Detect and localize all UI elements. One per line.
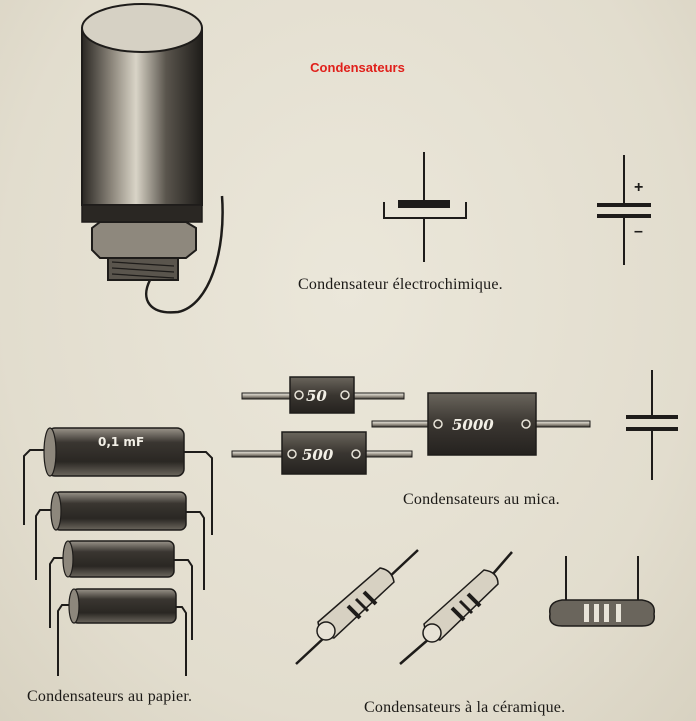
paper-capacitor-value-label: 0,1 mF bbox=[98, 435, 144, 449]
ceramic-tubular-capacitor-1 bbox=[295, 549, 419, 665]
page-title: Condensateurs bbox=[310, 60, 405, 75]
caption-electrochimique: Condensateur électrochimique. bbox=[298, 276, 503, 293]
paper-capacitor-1 bbox=[23, 427, 213, 535]
plus-label: + bbox=[634, 179, 643, 196]
ceramic-tubular-capacitor-2 bbox=[399, 551, 513, 665]
caption-papier: Condensateurs au papier. bbox=[27, 688, 193, 705]
mica-value-label: 50 bbox=[306, 387, 327, 405]
polarized-capacitor-symbol bbox=[597, 155, 651, 265]
mica-value-label: 500 bbox=[302, 446, 334, 464]
mica-value-label: 5000 bbox=[452, 416, 494, 434]
mica-capacitor-5000 bbox=[371, 392, 591, 456]
mica-capacitor-50 bbox=[241, 376, 405, 414]
electrolytic-can bbox=[81, 3, 224, 314]
mica-capacitor-500 bbox=[231, 431, 413, 475]
capacitor-symbol bbox=[626, 370, 678, 480]
minus-label: – bbox=[634, 223, 643, 240]
caption-mica: Condensateurs au mica. bbox=[403, 491, 560, 508]
caption-ceramique: Condensateurs à la céramique. bbox=[364, 699, 566, 716]
electrolytic-symbol bbox=[383, 152, 467, 262]
ceramic-disc-capacitor bbox=[549, 556, 655, 627]
paper-capacitor-4 bbox=[57, 588, 187, 676]
paper-capacitor-2 bbox=[35, 491, 205, 590]
paper-capacitor-3 bbox=[49, 540, 193, 640]
